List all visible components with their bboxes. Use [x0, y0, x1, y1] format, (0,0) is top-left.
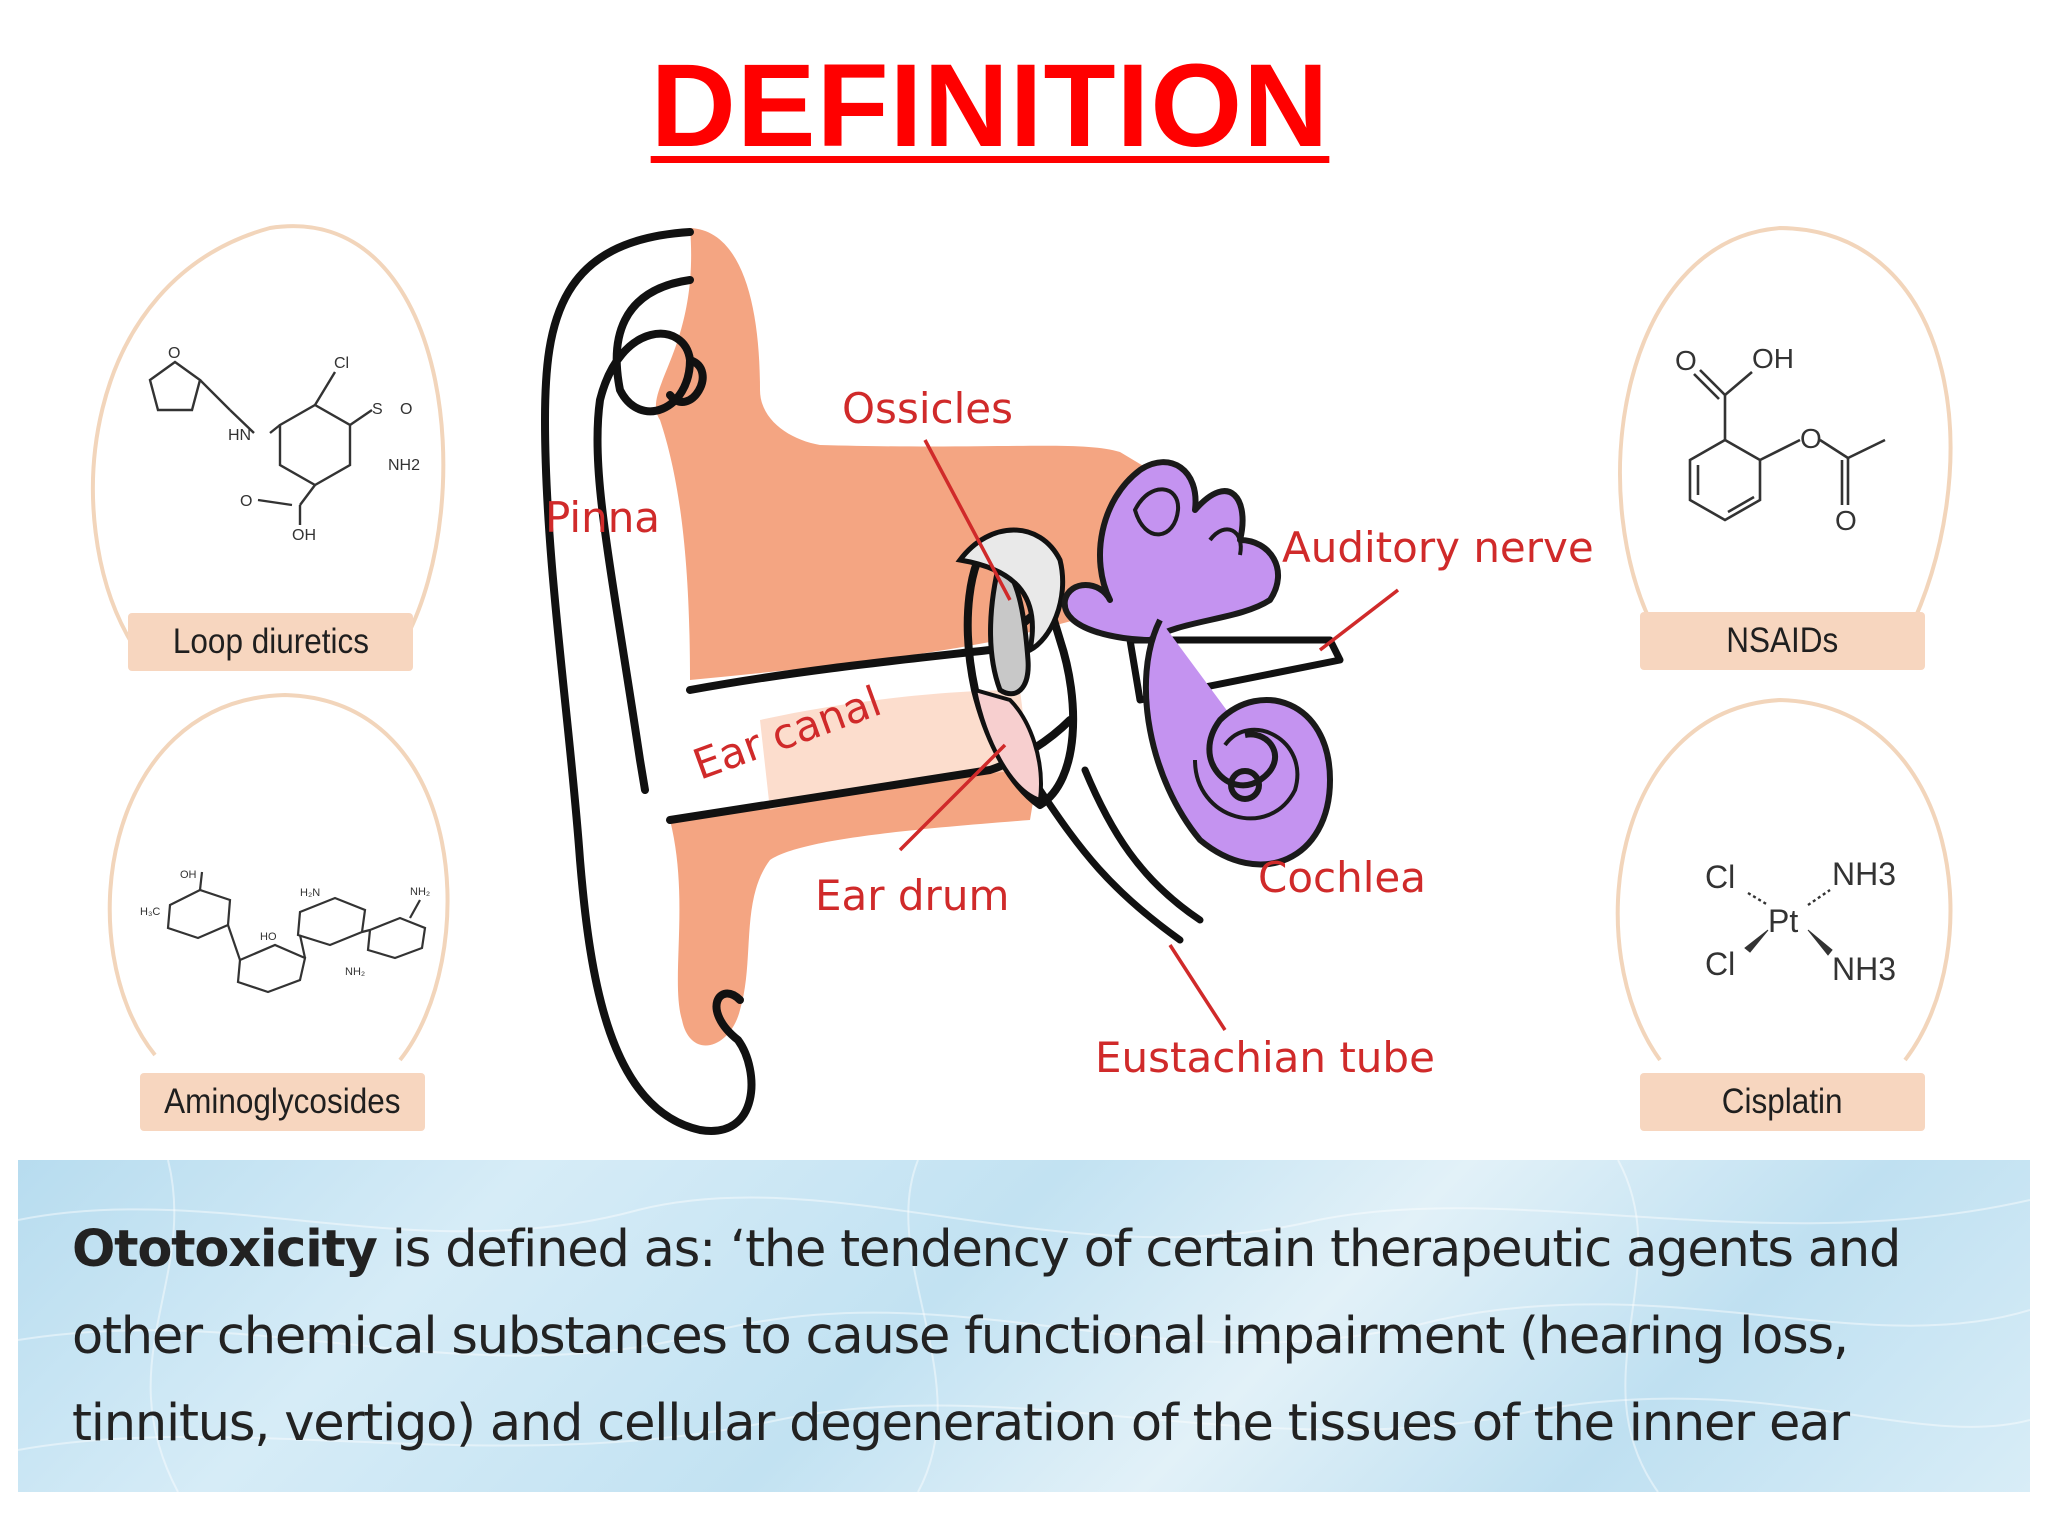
page-title: DEFINITION	[0, 38, 1980, 174]
furosemide-nh2: NH2	[388, 457, 420, 474]
amino-nh2c: NH₂	[345, 966, 365, 978]
pointer-auditory-nerve	[1318, 588, 1400, 652]
label-cochlea: Cochlea	[1258, 853, 1426, 902]
definition-line-1: Ototoxicity is defined as: ‘the tendency…	[72, 1206, 1992, 1293]
canal-loop-2	[1208, 527, 1243, 556]
furosemide-s: S	[372, 401, 383, 418]
drug-label-cisplatin: Cisplatin	[1640, 1073, 1925, 1131]
concha	[666, 356, 707, 406]
auditory-nerve-outline	[1126, 636, 1344, 704]
cisplatin-cl2: Cl	[1705, 946, 1735, 982]
canal-fade	[760, 690, 1030, 810]
drug-label-loop-diuretics: Loop diuretics	[128, 613, 413, 671]
furosemide-nh: HN	[228, 427, 251, 444]
pointer-ear-drum	[898, 743, 1007, 852]
aminoglycoside-structure	[166, 871, 427, 994]
frame-loop-diuretics	[91, 224, 446, 642]
definition-banner: Ototoxicity is defined as: ‘the tendency…	[18, 1160, 2030, 1492]
cisplatin-cl1: Cl	[1705, 859, 1735, 895]
drug-label-cisplatin-text: Cisplatin	[1722, 1082, 1843, 1121]
cochlea-spiral-inner	[1193, 727, 1300, 821]
definition-text: Ototoxicity is defined as: ‘the tendency…	[72, 1206, 1992, 1467]
label-pinna: Pinna	[545, 493, 660, 542]
amino-nh2a: H₂N	[300, 887, 320, 899]
semicircular-canals	[1061, 459, 1282, 643]
drug-label-nsaids: NSAIDs	[1640, 612, 1925, 670]
ear-drum-membrane	[972, 687, 1043, 803]
cochlea-coil-center	[1228, 768, 1262, 802]
aspirin-o2: O	[1800, 423, 1822, 454]
cisplatin-nh3a: NH3	[1832, 856, 1896, 892]
label-eustachian-tube: Eustachian tube	[1095, 1033, 1435, 1082]
aspirin-o3: O	[1835, 505, 1857, 536]
canal-loop-1	[1132, 487, 1181, 537]
definition-term: Ototoxicity	[72, 1220, 378, 1279]
label-auditory-nerve: Auditory nerve	[1282, 523, 1594, 572]
aspirin-oh: OH	[1752, 343, 1794, 374]
drug-label-loop-diuretics-text: Loop diuretics	[172, 622, 369, 661]
label-ear-drum: Ear drum	[815, 871, 1009, 920]
furosemide-o: O	[168, 345, 180, 362]
definition-line-2: other chemical substances to cause funct…	[72, 1307, 1849, 1366]
amino-h3c: H₃C	[140, 906, 160, 918]
drug-label-aminoglycosides-text: Aminoglycosides	[164, 1082, 401, 1121]
incus	[955, 527, 1066, 655]
furosemide-structure	[148, 360, 373, 525]
amino-ho: HO	[260, 931, 277, 943]
lower-skin	[670, 760, 1040, 1046]
aspirin-structure	[1688, 369, 1886, 522]
definition-line-1-text: is defined as: ‘the tendency of certain …	[376, 1220, 1902, 1279]
ear-diagram: O Cl HN S O NH2 O OH OH H₃C H₂N HO NH₂ N…	[91, 224, 1953, 1135]
definition-line-3: tinnitus, vertigo) and cellular degenera…	[72, 1394, 1850, 1453]
pinna-inner-fold	[593, 276, 694, 794]
cisplatin-pt: Pt	[1768, 903, 1798, 939]
cisplatin-structure	[1744, 889, 1833, 956]
frame-aminoglycosides	[107, 692, 450, 1062]
furosemide-o2: O	[400, 401, 412, 418]
frame-nsaids	[1618, 225, 1953, 641]
cisplatin-nh3b: NH3	[1832, 951, 1896, 987]
ear-anatomy: Ossicles Pinna Auditory nerve Ear canal …	[541, 228, 1594, 1135]
furosemide-o3: O	[240, 493, 252, 510]
pinna-outline	[541, 228, 756, 1135]
amino-nh2b: NH₂	[410, 886, 430, 898]
pointer-eustachian-tube	[1168, 944, 1227, 1031]
malleus	[988, 555, 1031, 697]
page-title-text: DEFINITION	[650, 40, 1330, 172]
drug-label-nsaids-text: NSAIDs	[1726, 621, 1839, 660]
ossicles	[955, 527, 1066, 803]
furosemide-cl: Cl	[334, 355, 349, 372]
label-pointers	[898, 439, 1400, 1031]
cochlea-shape	[1142, 618, 1333, 868]
drug-label-aminoglycosides: Aminoglycosides	[140, 1073, 425, 1131]
aspirin-o: O	[1675, 345, 1697, 376]
eustachian-tube-outline	[1036, 766, 1204, 944]
banner-texture	[18, 1160, 2030, 1492]
drug-frames	[91, 224, 1953, 1062]
furosemide-oh: OH	[292, 527, 316, 544]
pointer-ossicles	[923, 439, 1012, 601]
amino-oh: OH	[180, 869, 197, 881]
frame-cisplatin	[1615, 697, 1953, 1062]
label-ossicles: Ossicles	[842, 384, 1013, 433]
ear-canal-lower	[666, 716, 1074, 824]
